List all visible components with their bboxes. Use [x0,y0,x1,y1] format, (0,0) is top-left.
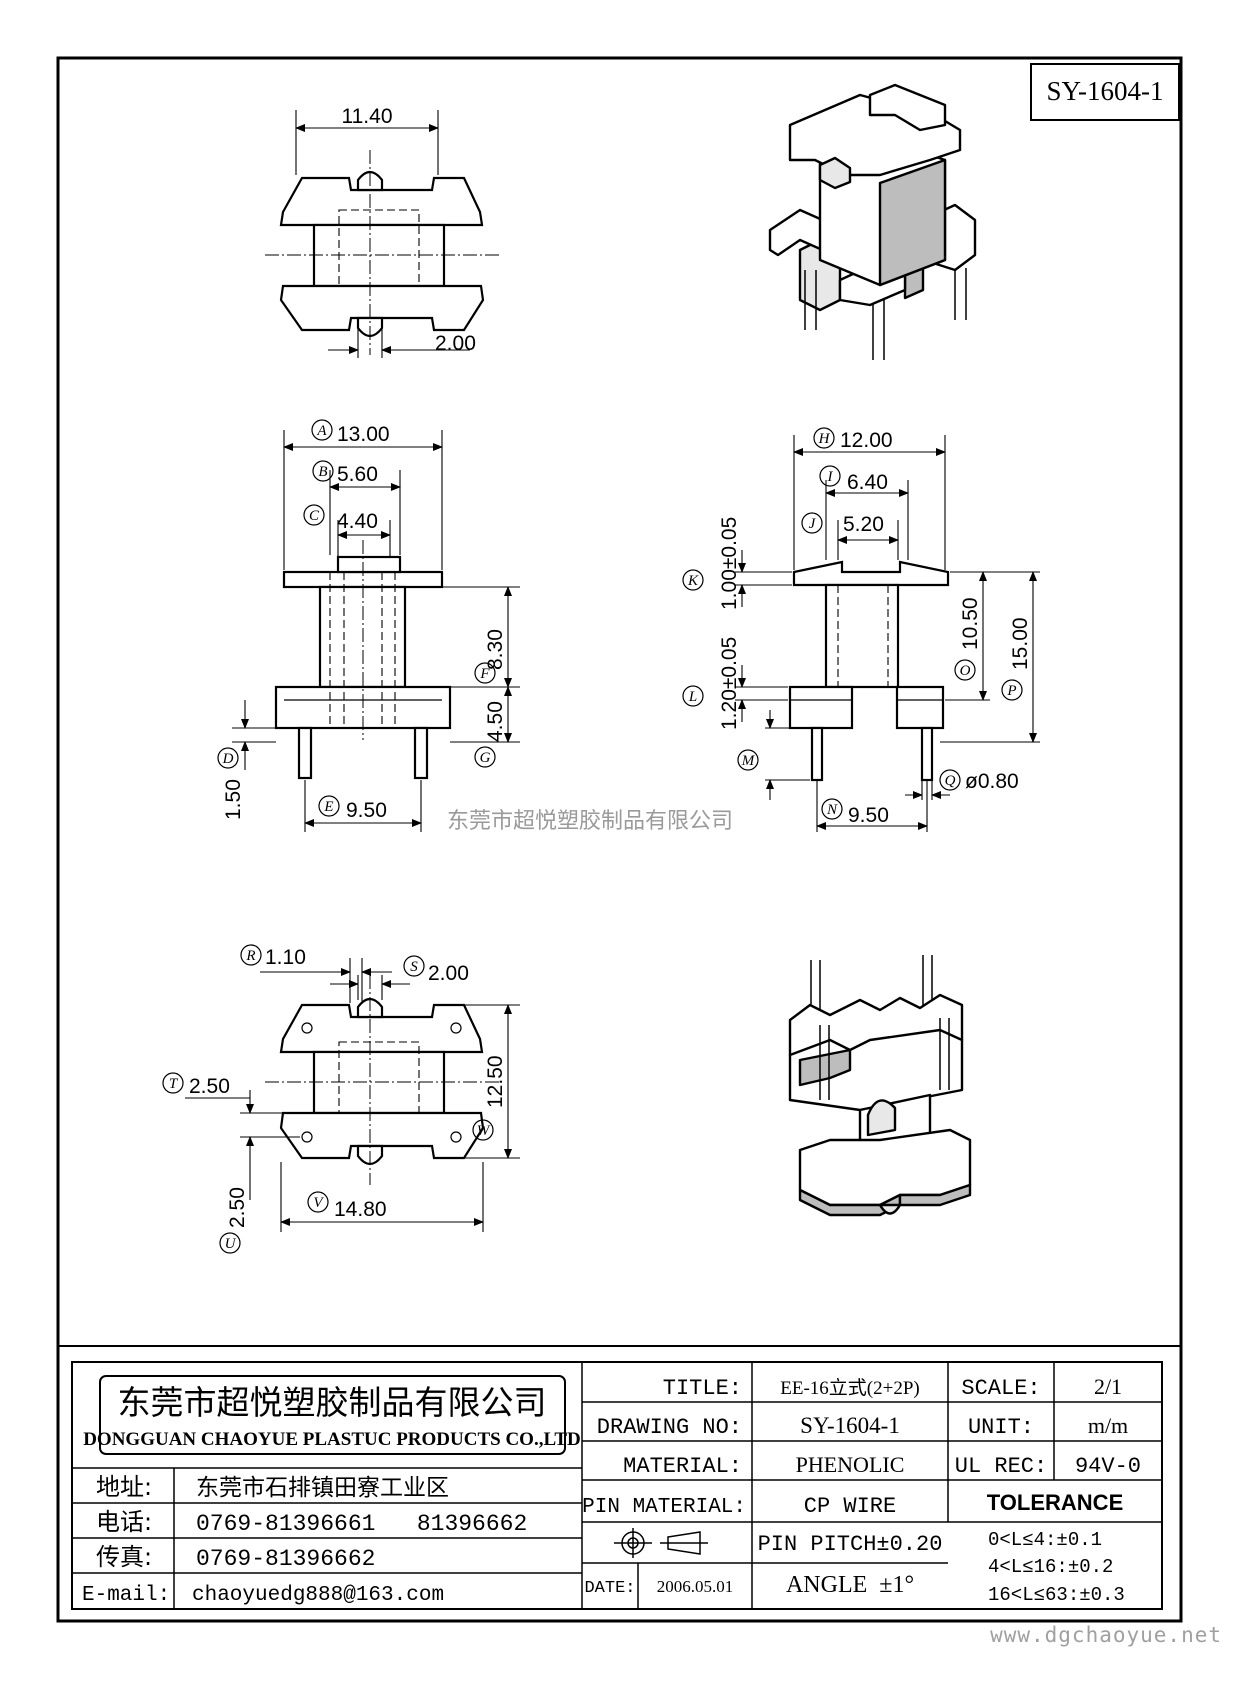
iso-view-top [768,83,977,360]
dim-f: 8.30 [484,629,507,670]
top-view: 11.40 2.00 [265,105,500,358]
dim-h: 12.00 [840,429,893,452]
dim-j: 5.20 [843,513,884,536]
dim-o: 10.50 [959,597,982,650]
drawing-id: SY-1604-1 [1046,76,1163,106]
date-label: DATE: [584,1579,635,1598]
scale-value: 2/1 [1094,1374,1122,1399]
label-g: G [480,750,491,766]
label-o: O [960,663,971,679]
address-value: 东莞市石排镇田寮工业区 [196,1475,449,1501]
label-k: K [687,573,699,589]
label-h: H [818,431,831,447]
label-p: P [1006,683,1016,699]
projection-symbol-icon [614,1528,708,1558]
dim-w: 12.50 [484,1055,507,1108]
label-q: Q [945,773,956,789]
dim-b: 5.60 [337,463,378,486]
tolerance-3: 16<L≤63:±0.3 [988,1584,1125,1606]
label-w: W [477,1123,491,1139]
email-label: E-mail: [82,1584,170,1607]
company-name-en: DONGGUAN CHAOYUE PLASTUC PRODUCTS CO.,LT… [83,1429,581,1450]
side-view: H 12.00 I 6.40 J 5.20 1.00±0.05 K 1.20±0… [682,427,1040,832]
unit-value: m/m [1088,1413,1128,1438]
dim-e: 9.50 [346,799,387,822]
label-m: M [741,753,756,769]
label-j: J [809,516,817,532]
phone-label: 电话: [96,1508,152,1536]
dim-u: 2.50 [226,1187,249,1228]
label-l: L [688,689,697,705]
dim-a: 13.00 [337,423,390,446]
bottom-view: R 1.10 S 2.00 T 2.50 2.50 U V 14.80 12.5… [162,944,520,1254]
title-value: EE-16立式(2+2P) [780,1377,919,1399]
label-r: R [245,948,255,964]
dim-g: 4.50 [484,701,507,742]
label-b: B [318,464,327,480]
watermark-company: 东莞市超悦塑胶制品有限公司 [447,809,733,834]
date-value: 2006.05.01 [657,1577,734,1596]
pin-material-label: PIN MATERIAL: [582,1496,746,1519]
dim-l: 1.20±0.05 [718,637,741,730]
sheet-border [56,56,1183,1623]
ul-value: 94V-0 [1075,1454,1141,1479]
dim-t: 2.50 [189,1075,230,1098]
title-block: 东莞市超悦塑胶制品有限公司 DONGGUAN CHAOYUE PLASTUC P… [71,1361,1163,1610]
scale-label: SCALE: [961,1376,1040,1401]
site-url: www.dgchaoyue.net [990,1623,1222,1647]
label-s: S [410,959,418,975]
phone-value: 0769-81396661 81396662 [196,1511,527,1537]
label-u: U [225,1236,237,1252]
email-value: chaoyuedg888@163.com [192,1584,444,1607]
label-t: T [169,1076,179,1092]
dim-p: 15.00 [1009,617,1032,670]
drawing-id-box: SY-1604-1 [1030,63,1180,121]
unit-label: UNIT: [968,1415,1034,1440]
label-e: E [323,799,333,815]
tolerance-label: TOLERANCE [987,1490,1124,1515]
company-name-cn: 东莞市超悦塑胶制品有限公司 [118,1383,547,1422]
tolerance-2: 4<L≤16:±0.2 [988,1556,1113,1578]
dim-n: 9.50 [848,804,889,827]
dim-c: 4.40 [337,510,378,533]
label-f: F [479,666,490,682]
dim-d: 1.50 [222,779,245,820]
dim-k: 1.00±0.05 [718,517,741,610]
ul-label: UL REC: [955,1454,1047,1479]
label-a: A [316,423,327,439]
drawing-no-label: DRAWING NO: [597,1415,742,1440]
label-i: I [827,469,834,485]
dim-v: 14.80 [334,1198,387,1221]
address-label: 地址: [96,1473,152,1501]
iso-view-bottom [788,955,972,1217]
dim-i: 6.40 [847,471,888,494]
label-v: V [313,1195,324,1211]
dim-top-width: 11.40 [342,105,393,128]
pin-pitch: PIN PITCH±0.20 [758,1532,943,1557]
fax-value: 0769-81396662 [196,1546,375,1572]
fax-label: 传真: [96,1543,152,1571]
angle-value: ANGLE ±1° [786,1572,914,1598]
front-view: A 13.00 B 5.60 C 4.40 8.30 4.50 F G 1.50… [217,419,520,832]
material-label: MATERIAL: [623,1454,742,1479]
title-label: TITLE: [663,1376,742,1401]
drawing-no-value: SY-1604-1 [800,1413,900,1438]
material-value: PHENOLIC [796,1452,905,1477]
label-d: D [222,751,234,767]
pin-material-value: CP WIRE [804,1494,896,1519]
dim-s: 2.00 [428,962,469,985]
label-c: C [309,508,320,524]
dim-top-slot: 2.00 [435,332,476,355]
tolerance-1: 0<L≤4:±0.1 [988,1529,1102,1551]
dim-q: ø0.80 [965,770,1019,793]
dim-r: 1.10 [265,946,306,969]
label-n: N [826,802,838,818]
